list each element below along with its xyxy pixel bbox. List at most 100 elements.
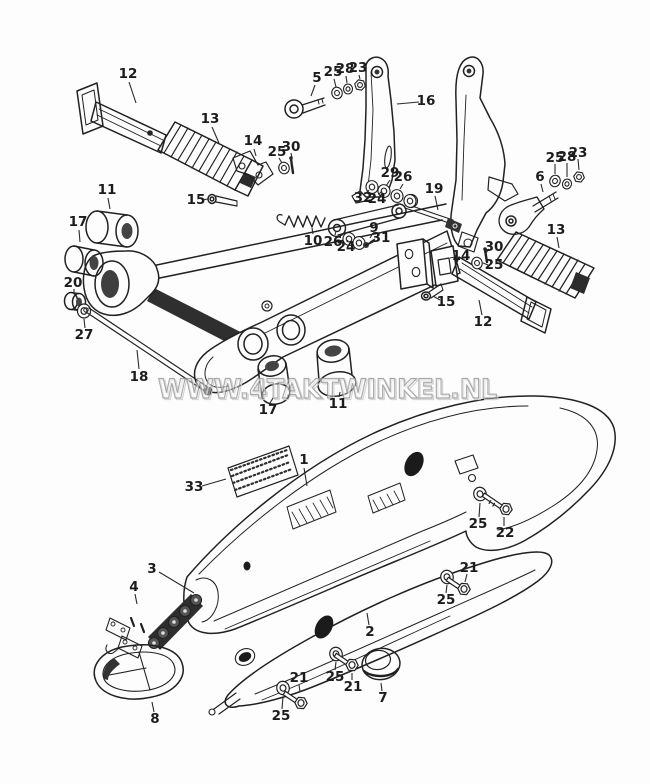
part-label-6: 6 <box>535 169 544 185</box>
part-label-15: 15 <box>187 192 206 208</box>
part-label-18: 18 <box>130 369 149 385</box>
case-cap-8 <box>93 644 184 700</box>
part-label-31: 31 <box>372 230 391 246</box>
leader-line <box>83 318 86 329</box>
part-label-32: 32 <box>354 190 373 206</box>
spring-10-icon <box>284 215 326 228</box>
part-label-21: 21 <box>290 670 309 686</box>
leader-line <box>358 74 361 80</box>
part-label-28: 28 <box>336 61 355 77</box>
leader-line <box>432 295 441 301</box>
part-label-13: 13 <box>547 222 566 238</box>
leader-line <box>128 81 137 104</box>
footrest-bracket-left <box>232 150 295 186</box>
pin-30-icon <box>289 157 295 175</box>
part-label-19: 19 <box>425 181 444 197</box>
part-label-17: 17 <box>259 402 278 418</box>
leader-line <box>334 230 337 236</box>
leader-line <box>278 157 283 164</box>
part-label-9: 9 <box>369 220 378 236</box>
leader-line <box>211 126 220 144</box>
part-label-25: 25 <box>272 708 291 724</box>
washer-25-icon <box>276 160 292 176</box>
leader-line <box>253 148 257 157</box>
nut-20-icon <box>63 291 87 312</box>
leader-line <box>201 478 227 487</box>
part-label-25: 25 <box>326 669 345 685</box>
part-label-2: 2 <box>365 624 374 640</box>
part-label-4: 4 <box>129 579 138 595</box>
bushings-left <box>63 210 139 319</box>
watermark: WWW.4TAKTWINKEL.NL WWW.4TAKTWINKEL.NL <box>157 373 499 407</box>
footrest-bar-right <box>451 256 552 334</box>
washer-25-icon <box>547 173 563 189</box>
washer-28-icon <box>561 178 573 190</box>
leader-line <box>464 573 468 583</box>
leader-line <box>434 195 439 211</box>
watermark-text: WWW.4TAKTWINKEL.NL <box>158 374 497 405</box>
part-label-14: 14 <box>244 133 263 149</box>
part-label-8: 8 <box>150 711 159 727</box>
leader-line <box>333 78 337 88</box>
leader-line <box>369 232 374 239</box>
footrest-rubber-right <box>469 231 595 299</box>
part-label-25: 25 <box>324 64 343 80</box>
leader-line <box>303 467 308 487</box>
leader-line <box>540 183 544 193</box>
part-label-30: 30 <box>485 239 504 255</box>
part-label-16: 16 <box>417 93 436 109</box>
leader-line <box>346 239 349 243</box>
footrest-hanger-6 <box>498 171 586 235</box>
part-label-25: 25 <box>546 150 565 166</box>
leader-line <box>396 101 420 105</box>
leader-line <box>556 236 560 249</box>
leader-line <box>338 391 341 398</box>
part-label-14: 14 <box>452 248 471 264</box>
part-label-27: 27 <box>75 327 94 343</box>
part-label-11: 11 <box>329 396 348 412</box>
part-label-13: 13 <box>201 111 220 127</box>
part-label-23: 23 <box>569 145 588 161</box>
leader-line <box>478 299 483 316</box>
leader-line <box>577 158 580 171</box>
sticker-33 <box>227 445 299 498</box>
frame-bracket-16 <box>351 56 396 204</box>
leader-line <box>158 571 195 594</box>
leader-line <box>78 229 81 243</box>
chain-3 <box>147 593 203 650</box>
part-label-15: 15 <box>437 294 456 310</box>
leader-line <box>378 190 383 195</box>
part-label-10: 10 <box>304 233 323 249</box>
pin-30-icon <box>483 248 489 264</box>
leader-line <box>365 189 370 194</box>
bolt-15-left <box>207 193 238 207</box>
plate-14-icon <box>430 245 459 287</box>
torque-rod-18 <box>83 307 213 396</box>
leader-line <box>311 227 314 235</box>
part-label-22: 22 <box>496 525 515 541</box>
leader-line <box>136 349 140 370</box>
leader-line <box>482 262 489 266</box>
frame-bracket-right <box>450 56 519 253</box>
part-label-23: 23 <box>349 60 368 76</box>
part-label-17: 17 <box>69 214 88 230</box>
part-label-33: 33 <box>185 479 204 495</box>
part-label-21: 21 <box>460 560 479 576</box>
leader-line <box>201 198 209 201</box>
leader-line <box>269 397 274 404</box>
part-label-12: 12 <box>474 314 493 330</box>
part-label-12: 12 <box>119 66 138 82</box>
chain-case-lower <box>208 551 553 716</box>
part-label-3: 3 <box>147 561 156 577</box>
leader-line <box>345 75 348 84</box>
leader-line <box>478 502 481 518</box>
part-label-21: 21 <box>344 679 363 695</box>
part-label-5: 5 <box>312 70 321 86</box>
footrest-bar-left <box>76 82 167 154</box>
part-label-20: 20 <box>64 275 83 291</box>
watermark-shadow: WWW.4TAKTWINKEL.NL <box>160 376 499 407</box>
chain-adjuster <box>396 238 459 301</box>
washer-25-icon <box>469 255 485 271</box>
